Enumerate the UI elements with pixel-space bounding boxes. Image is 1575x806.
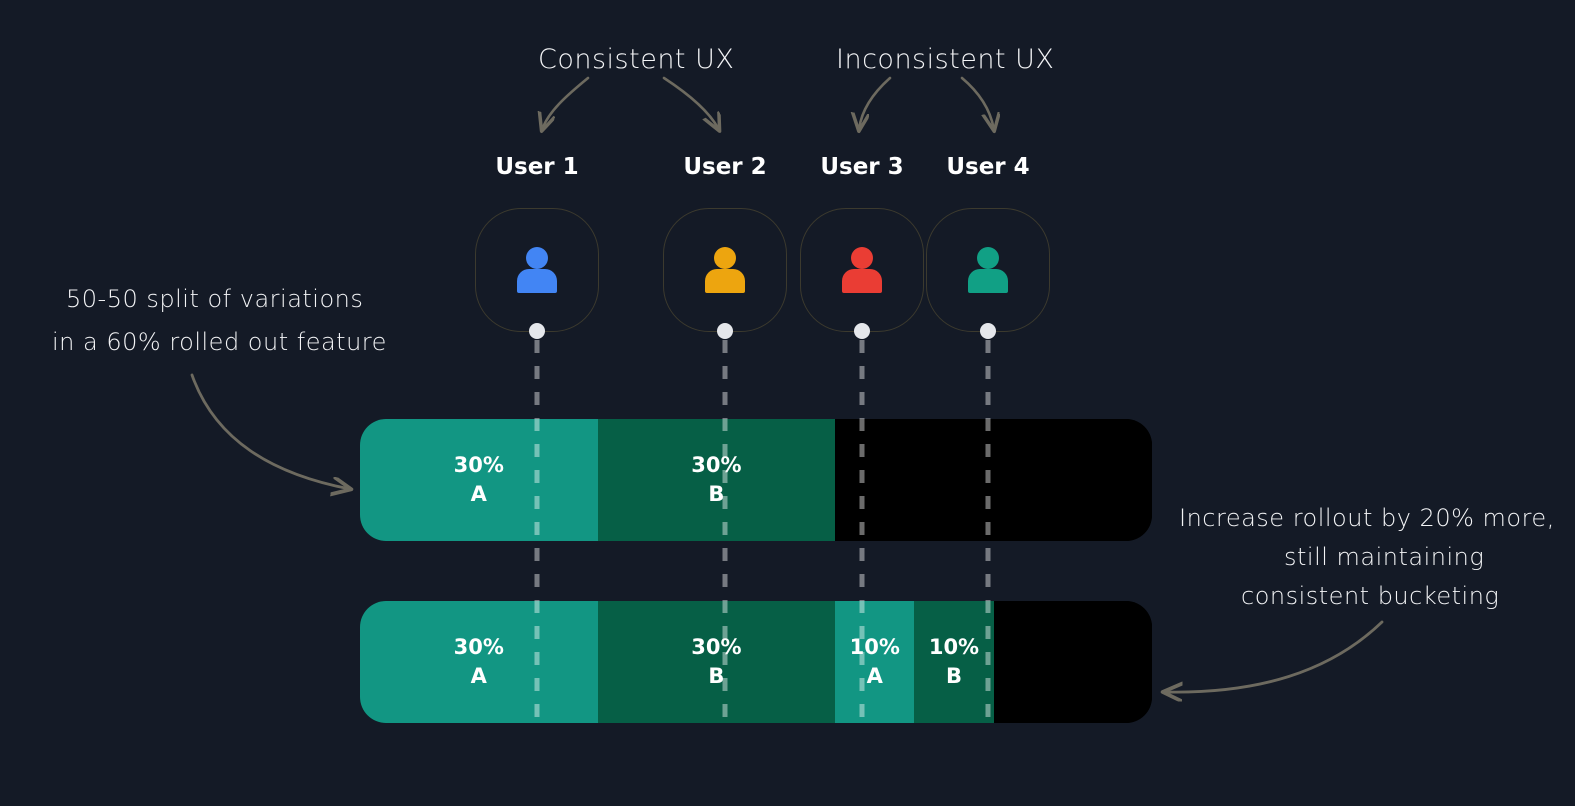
user-label-1: User 1 [495,154,579,180]
segment-variation: A [866,664,883,688]
right-note-line-2: still maintaining [1284,543,1485,571]
left-note-line-1: 50-50 split of variations [66,285,364,313]
segment-variation: B [708,482,725,506]
rollout-bar-80: 30% A 30% B 10% A 10% B [360,601,1152,723]
guide-line-user-4 [985,340,991,728]
bar-segment-b-10: 10% B [914,601,994,723]
user-label-3: User 3 [820,154,904,180]
bar-segment-unrolled-20 [993,601,1152,723]
segment-variation: B [945,664,962,688]
arrow-consistent-to-user2 [662,76,719,130]
user-label-4: User 4 [946,154,1030,180]
bar-segment-a-30: 30% A [360,601,598,723]
segment-percent: 30% [453,635,504,660]
rollout-bar-60: 30% A 30% B [360,419,1152,541]
bar-segment-b-30: 30% B [597,419,836,541]
segment-percent: 30% [691,453,742,478]
right-note-line-1: Increase rollout by 20% more, [1179,504,1555,532]
segment-percent: 10% [928,635,980,660]
arrow-inconsistent-to-user3 [859,76,892,130]
arrow-left-note-to-bar1 [190,373,350,489]
guide-line-user-1 [534,340,540,728]
segment-variation: B [708,664,725,688]
bar-segment-a-30: 30% A [360,419,598,541]
person-icon [839,247,885,293]
bar-segment-a-10: 10% A [835,601,915,723]
segment-percent: 10% [849,635,900,660]
right-note-line-3: consistent bucketing [1241,582,1500,610]
person-icon [702,247,748,293]
left-note-line-2: in a 60% rolled out feature [52,328,387,356]
connector-dot-user-3 [854,323,870,339]
connector-dot-user-1 [529,323,545,339]
avatar-user-2[interactable] [663,208,787,332]
segment-variation: A [470,482,487,506]
arrow-right-note-to-bar2 [1164,620,1384,692]
avatar-user-1[interactable] [475,208,599,332]
segment-variation: A [470,664,487,688]
consistent-ux-label: Consistent UX [538,44,735,75]
bar-segment-b-30: 30% B [597,601,836,723]
avatar-user-4[interactable] [926,208,1050,332]
user-label-2: User 2 [683,154,767,180]
segment-percent: 30% [453,453,504,478]
guide-line-user-3 [859,340,865,728]
person-icon [514,247,560,293]
connector-dot-user-2 [717,323,733,339]
inconsistent-ux-label: Inconsistent UX [836,44,1055,75]
arrow-consistent-to-user1 [542,76,590,130]
connector-dot-user-4 [980,323,996,339]
bar-segment-unrolled-40 [835,419,1152,541]
arrow-inconsistent-to-user4 [960,76,994,130]
person-icon [965,247,1011,293]
segment-percent: 30% [691,635,742,660]
guide-line-user-2 [722,340,728,728]
avatar-user-3[interactable] [800,208,924,332]
